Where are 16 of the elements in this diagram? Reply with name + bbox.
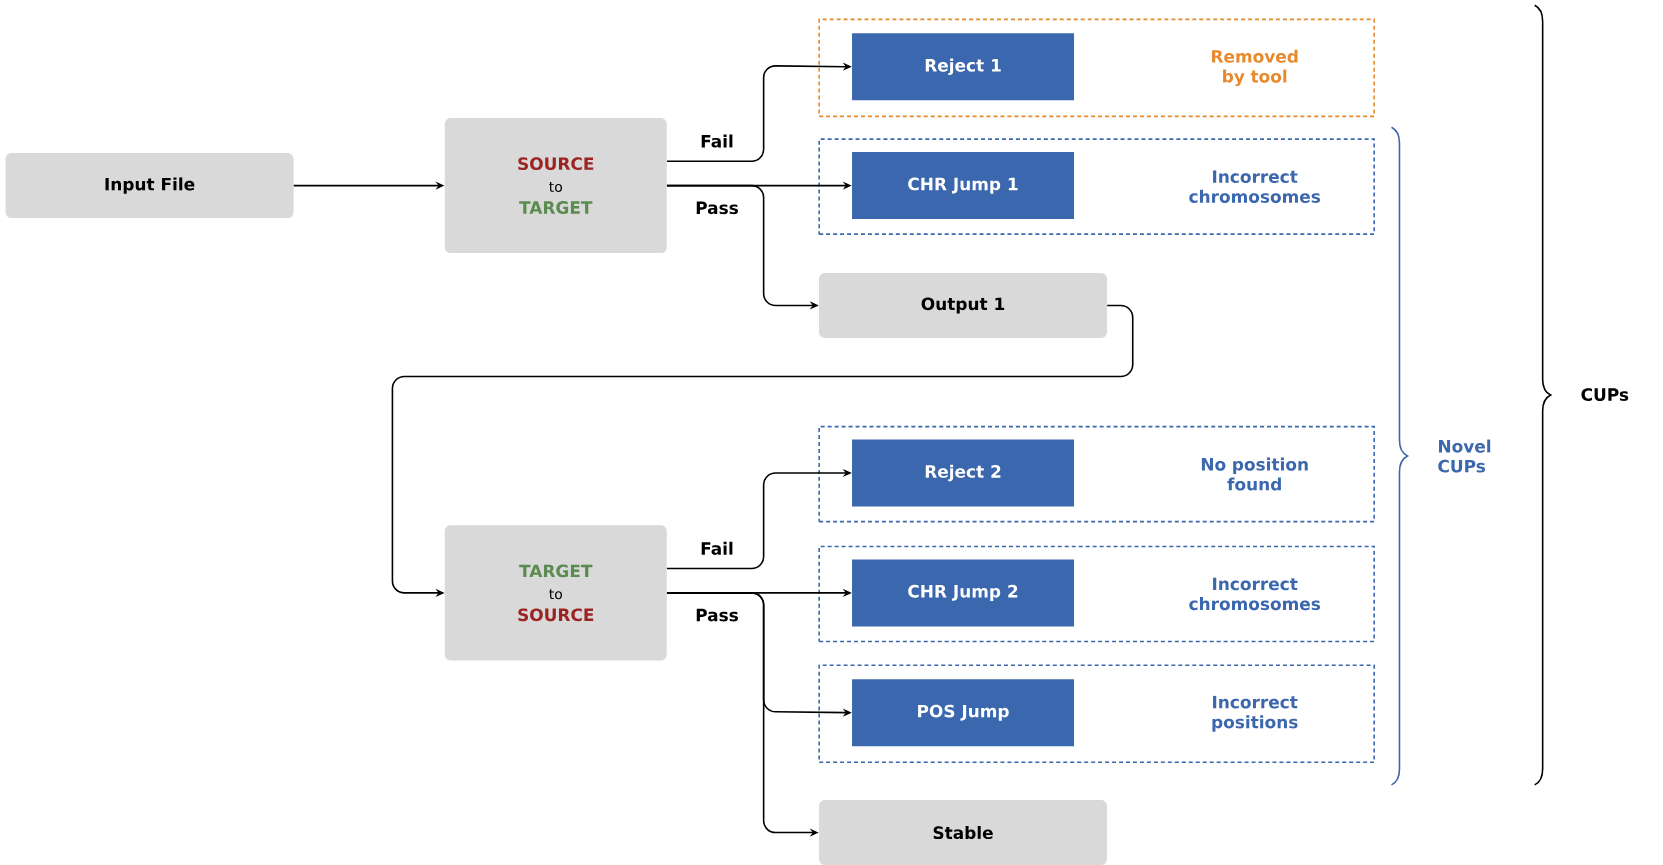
process-box: Input File: [5, 152, 294, 218]
edge-label: Fail: [701, 541, 733, 555]
brace-label: CUPs: [1581, 387, 1629, 401]
brace-label: Novel CUPs: [1438, 439, 1491, 473]
result-box: Reject 2: [852, 439, 1075, 507]
result-box: CHR Jump 1: [852, 151, 1075, 219]
process-box: Output 1: [819, 272, 1108, 338]
result-box: POS Jump: [852, 679, 1075, 746]
result-box: Reject 1: [852, 33, 1075, 101]
process-box: TARGET to SOURCE: [444, 525, 667, 661]
edge-label: Pass: [696, 201, 738, 214]
edge-label: Fail: [701, 134, 733, 148]
process-box: SOURCE to TARGET: [444, 117, 667, 253]
result-box: CHR Jump 2: [852, 559, 1075, 627]
edge-label: Pass: [696, 608, 738, 622]
process-box: Stable: [819, 799, 1108, 865]
